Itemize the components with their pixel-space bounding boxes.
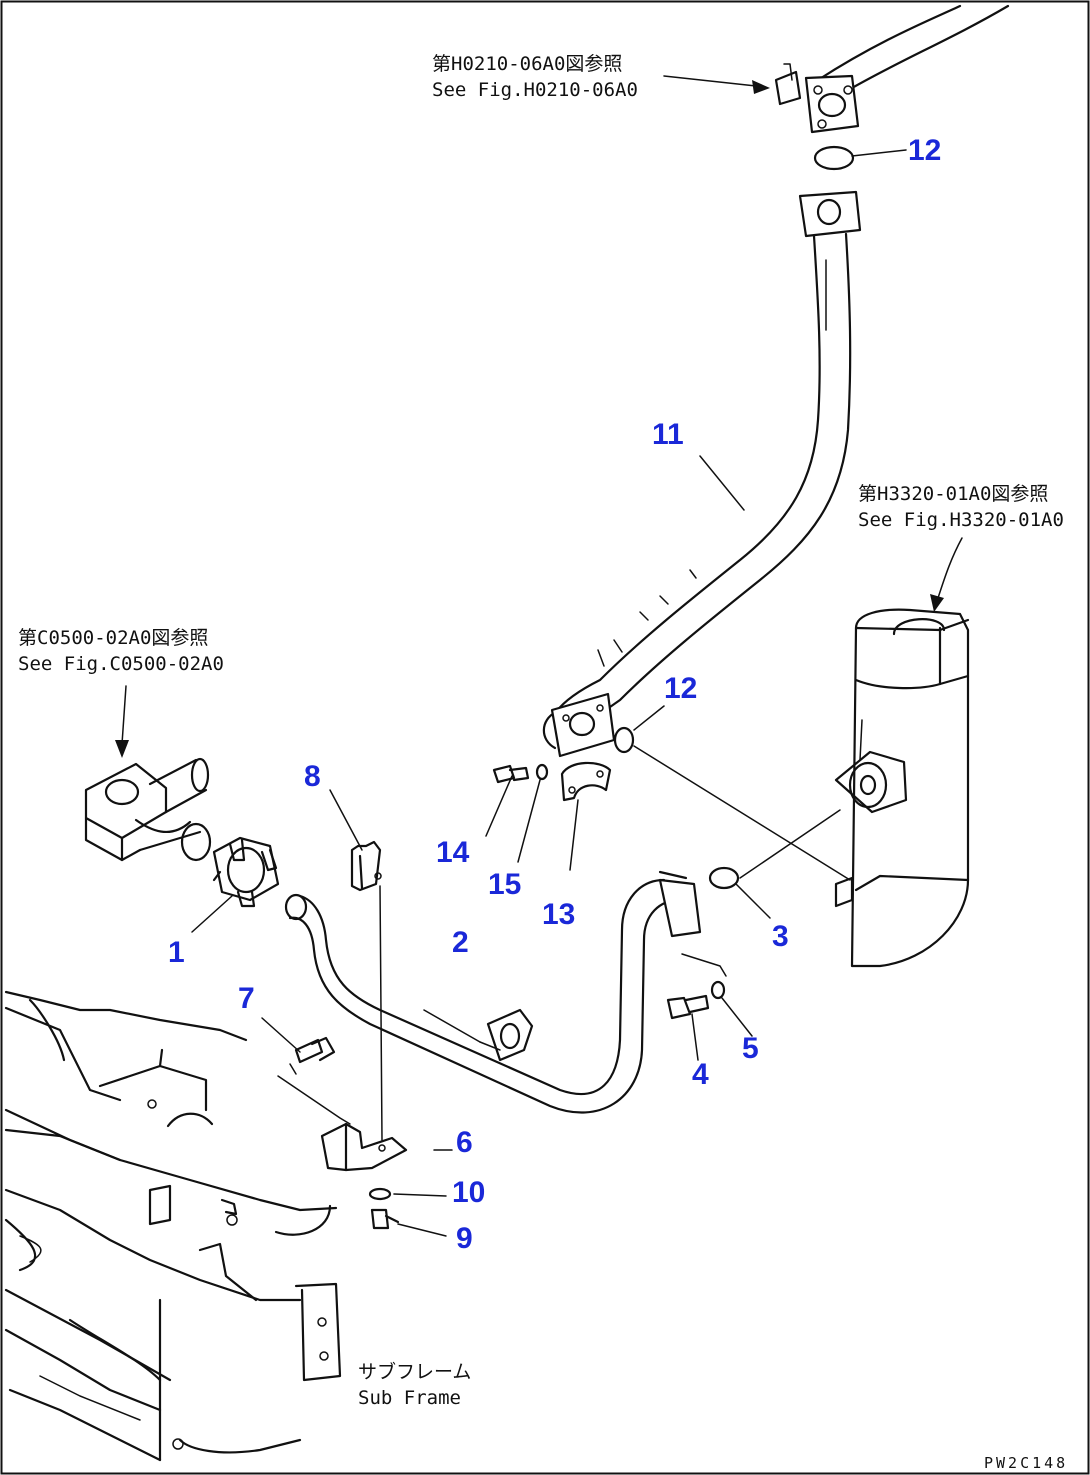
callout-8: 8 bbox=[304, 760, 321, 793]
callout-11: 11 bbox=[652, 418, 684, 451]
washer-5 bbox=[710, 980, 726, 1000]
washer-15 bbox=[535, 763, 549, 781]
muffler bbox=[834, 608, 970, 968]
callout-1: 1 bbox=[168, 936, 185, 969]
clamp-1 bbox=[212, 836, 280, 908]
washer-10 bbox=[368, 1187, 392, 1201]
callout-7: 7 bbox=[238, 982, 255, 1015]
bolt-4 bbox=[666, 994, 710, 1020]
drawing-code: PW2C148 bbox=[984, 1454, 1068, 1472]
reference-jp: サブフレーム bbox=[358, 1360, 471, 1383]
exhaust-pipe-11 bbox=[542, 190, 862, 758]
callout-15: 15 bbox=[488, 868, 521, 901]
callout-4: 4 bbox=[692, 1058, 709, 1091]
bolt-7 bbox=[289, 1036, 336, 1075]
callout-3: 3 bbox=[772, 920, 789, 953]
reference-jp: 第H0210-06A0図参照 bbox=[432, 53, 622, 75]
reference-manifold: 第C0500-02A0図参照 See Fig.C0500-02A0 bbox=[18, 627, 224, 675]
reference-jp: 第H3320-01A0図参照 bbox=[858, 483, 1048, 505]
sub-frame bbox=[4, 990, 342, 1462]
gasket-12-mid bbox=[613, 726, 635, 754]
reference-upper-pipe: 第H0210-06A0図参照 See Fig.H0210-06A0 bbox=[432, 53, 638, 101]
callout-12-top: 12 bbox=[908, 134, 941, 167]
reference-sub-frame: サブフレーム Sub Frame bbox=[358, 1360, 471, 1409]
callout-13: 13 bbox=[542, 898, 575, 931]
reference-en: See Fig.H3320-01A0 bbox=[858, 509, 1064, 531]
bracket-6 bbox=[320, 1122, 408, 1172]
bolt-9 bbox=[370, 1208, 400, 1230]
callout-9: 9 bbox=[456, 1222, 473, 1255]
reference-en: See Fig.H0210-06A0 bbox=[432, 79, 638, 101]
callout-14: 14 bbox=[436, 836, 470, 869]
clamp-13 bbox=[560, 761, 612, 802]
reference-jp: 第C0500-02A0図参照 bbox=[18, 627, 208, 649]
gasket-top bbox=[813, 145, 855, 171]
callout-10: 10 bbox=[452, 1176, 485, 1209]
reference-muffler: 第H3320-01A0図参照 See Fig.H3320-01A0 bbox=[858, 483, 1064, 531]
exhaust-manifold bbox=[84, 757, 212, 862]
leader-lines bbox=[191, 149, 907, 1237]
reference-en: See Fig.C0500-02A0 bbox=[18, 653, 224, 675]
exhaust-pipe-2 bbox=[284, 870, 702, 1114]
stay-8 bbox=[350, 840, 383, 1141]
callouts: 12 11 12 8 14 15 13 3 1 2 5 4 7 6 10 9 bbox=[168, 134, 941, 1255]
callout-12-mid: 12 bbox=[664, 672, 697, 705]
callout-5: 5 bbox=[742, 1032, 759, 1065]
gasket-3 bbox=[708, 866, 740, 890]
callout-6: 6 bbox=[456, 1126, 473, 1159]
bolt-14 bbox=[492, 764, 530, 784]
upper-exhaust-pipe bbox=[774, 4, 1010, 134]
reference-arrows bbox=[115, 75, 963, 758]
callout-2: 2 bbox=[452, 926, 469, 959]
reference-en: Sub Frame bbox=[358, 1387, 461, 1409]
